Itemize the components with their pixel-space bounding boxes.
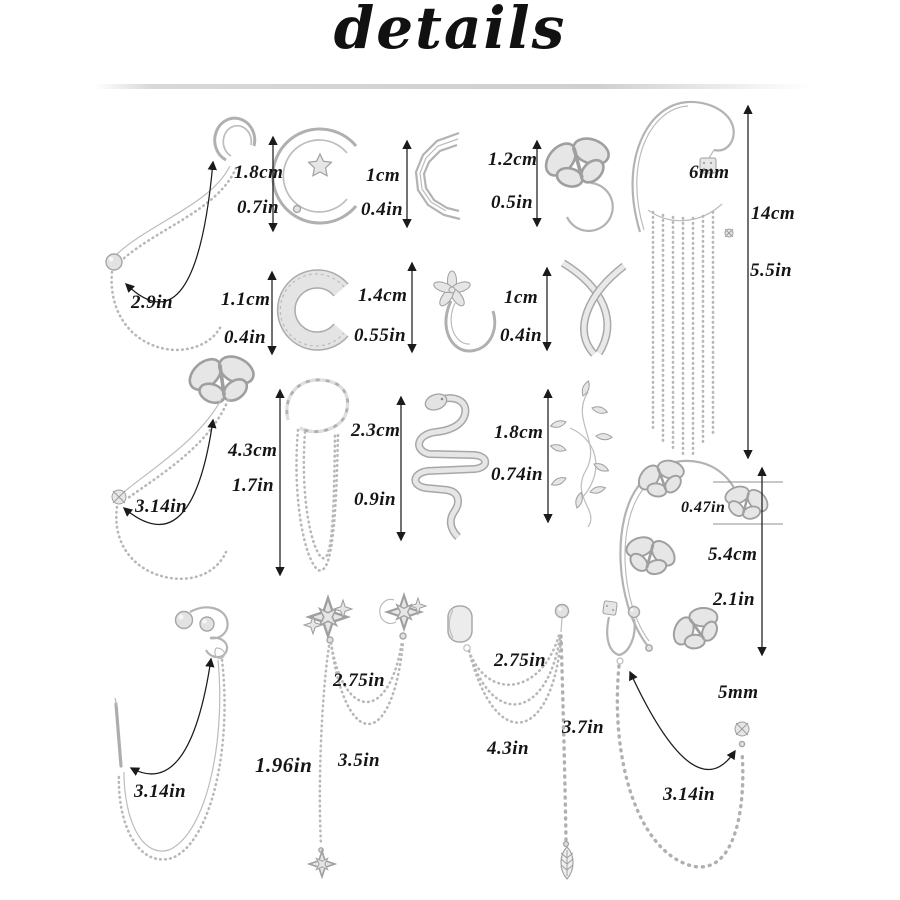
cross-cuff-in-label: 0.4in (500, 325, 543, 346)
butterfly-size-rules (713, 481, 783, 525)
leaf-cuff-cm-label: 1.8cm (494, 422, 544, 443)
butterfly-wrap-in-label: 2.1in (713, 589, 756, 610)
crystal-cuff-length-label: 3.14in (663, 784, 716, 805)
wave-cuff (414, 131, 461, 221)
chain-ball-stud-length-label: 2.9in (131, 292, 174, 313)
butterfly-chain-length-label: 3.14in (135, 496, 188, 517)
butterfly-chain-stud-earring (111, 345, 265, 581)
star-studs-drop-label: 1.96in (255, 753, 313, 777)
tassel-charm-size-label: 6mm (689, 162, 730, 183)
flower-cuff-in-label: 0.55in (354, 325, 407, 346)
twisted-cuff-cm-label: 4.3cm (228, 440, 278, 461)
page-title: details (333, 0, 567, 62)
tassel-cm-label: 14cm (751, 203, 796, 224)
twisted-cuff-in-label: 1.7in (232, 475, 275, 496)
wide-band-cuff (276, 269, 349, 351)
layered-cuff-chain-long-label: 4.3in (487, 738, 530, 759)
star-cuff-cm-label: 1.8cm (234, 162, 284, 183)
butterfly-chain-stud-arrow (122, 418, 217, 526)
butterfly-ear-wrap (615, 449, 777, 664)
leaf-vine-cuff (549, 379, 613, 528)
title-divider (95, 84, 810, 89)
flower-cuff-cm-label: 1.4cm (358, 285, 408, 306)
butterfly-cuff-cm-label: 1.2cm (488, 149, 538, 170)
cross-cuff-cm-label: 1cm (504, 287, 539, 308)
star-studs-chain-short-label: 2.75in (333, 670, 386, 691)
ball-cuff-threader-arrow (129, 657, 215, 776)
ball-cuff-threader-length-label: 3.14in (134, 781, 187, 802)
tassel-ear-wrap (631, 100, 735, 460)
cross-cuff (560, 259, 627, 357)
butterfly-wrap-size-label: 0.47in (681, 499, 726, 516)
star-cuff (271, 127, 358, 225)
twisted-chain-cuff (285, 378, 350, 572)
ball-cuff-threader-earring (114, 606, 229, 861)
tassel-in-label: 5.5in (750, 260, 793, 281)
snake-cuff-cm-label: 2.3cm (351, 420, 401, 441)
layered-cuff-drop-label: 3.7in (562, 717, 605, 738)
crystal-chain-cuff-earring (602, 600, 750, 869)
wave-cuff-in-label: 0.4in (361, 199, 404, 220)
wide-band-cm-label: 1.1cm (221, 289, 271, 310)
crystal-stud-size-label: 5mm (718, 682, 759, 703)
crystal-chain-cuff-arrow (629, 670, 736, 771)
snake-cuff-in-label: 0.9in (354, 489, 397, 510)
chain-ball-stud-earring (105, 116, 257, 352)
flower-cuff (433, 270, 497, 353)
star-cuff-in-label: 0.7in (237, 197, 280, 218)
star-studs-chain-long-label: 3.5in (338, 750, 381, 771)
snake-cuff (411, 393, 490, 540)
wave-cuff-cm-label: 1cm (366, 165, 401, 186)
star-chain-studs-earring (303, 594, 427, 878)
leaf-cuff-in-label: 0.74in (491, 464, 544, 485)
layered-chain-cuff-earring (447, 603, 574, 880)
butterfly-wrap-cm-label: 5.4cm (708, 544, 758, 565)
layered-cuff-chain-short-label: 2.75in (494, 650, 547, 671)
butterfly-cuff-in-label: 0.5in (491, 192, 534, 213)
chain-ball-stud-arrow (124, 160, 217, 303)
wide-band-in-label: 0.4in (224, 327, 267, 348)
butterfly-cuff (532, 124, 623, 232)
